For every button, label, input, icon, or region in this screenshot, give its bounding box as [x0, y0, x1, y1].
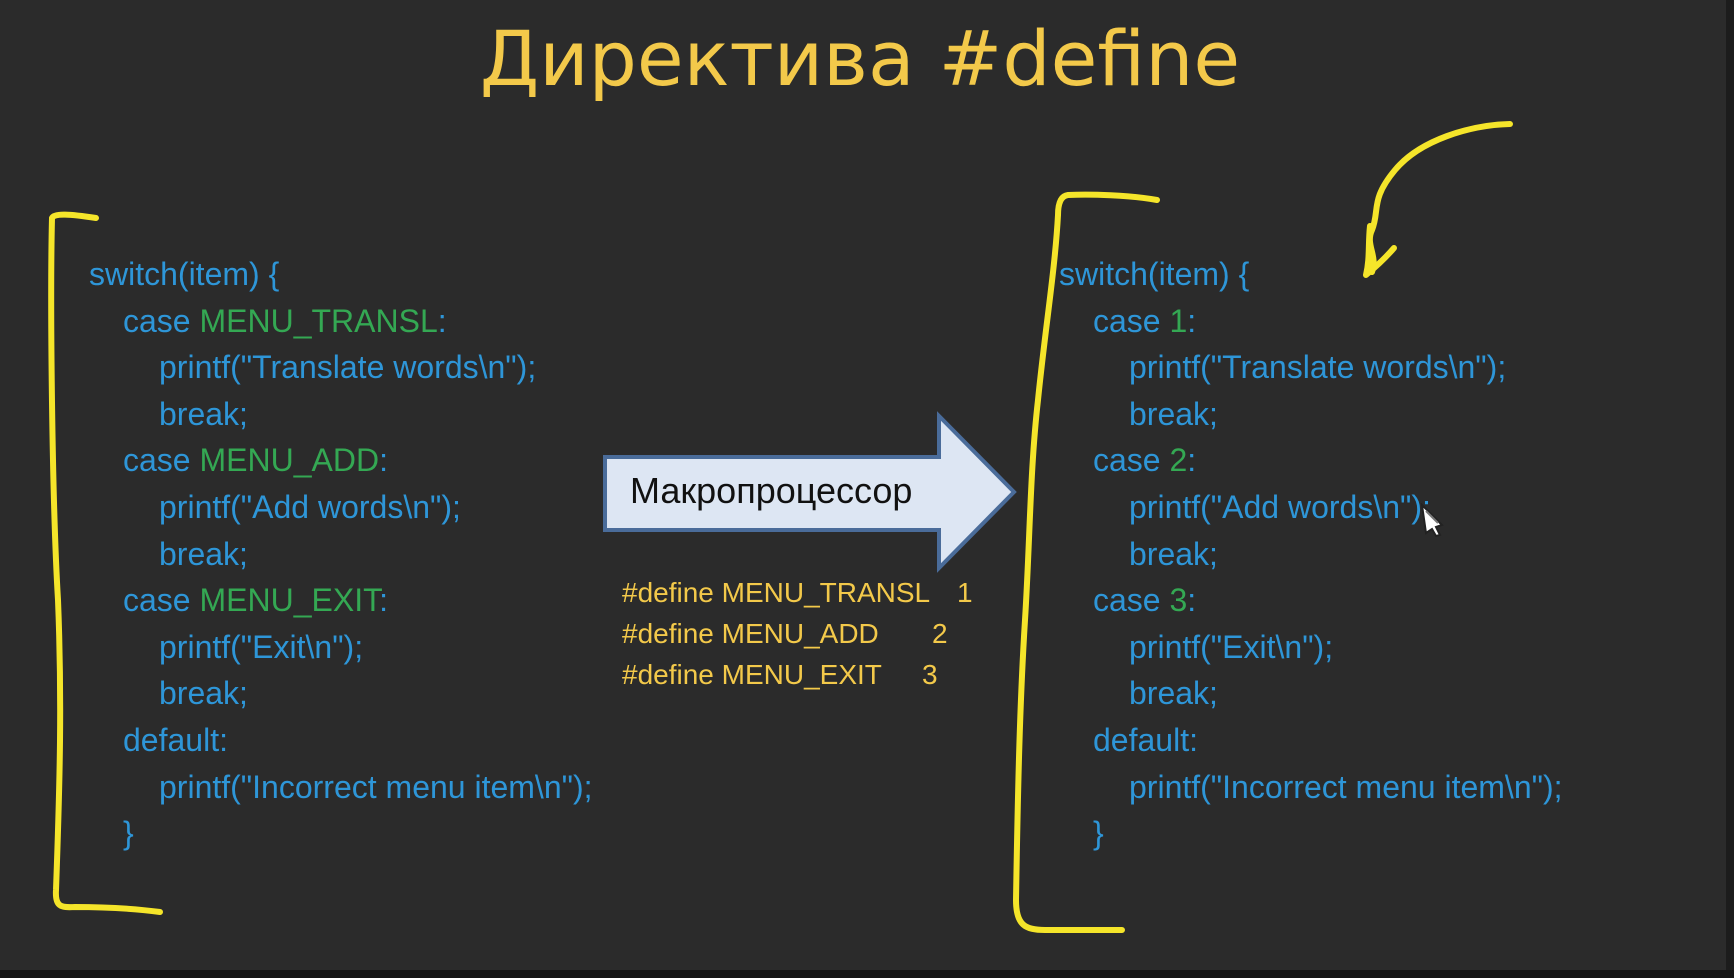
right-code-line: break; — [1129, 394, 1218, 434]
code-text: default: — [1093, 722, 1198, 758]
code-suffix: : — [379, 442, 388, 479]
define-text: #define MENU_ADD — [622, 618, 879, 649]
code-suffix: : — [437, 302, 447, 339]
left-code-line: printf("Exit\n"); — [159, 627, 363, 667]
left-code-line: case MENU_EXIT: — [123, 580, 388, 620]
define-text: #define MENU_TRANSL — [622, 577, 931, 608]
window-edge — [1726, 0, 1734, 970]
code-suffix: : — [1187, 582, 1197, 619]
slide-title: Директива #define — [479, 14, 1241, 103]
code-text: printf("Exit\n"); — [159, 628, 364, 665]
left-code-line: break; — [159, 673, 248, 713]
code-text: } — [1093, 815, 1104, 852]
code-text: printf("Translate words\n"); — [159, 349, 537, 386]
code-text: switch(item) { — [89, 256, 280, 292]
right-code-line: case 1: — [1093, 301, 1196, 341]
code-text: case — [1093, 442, 1170, 479]
right-code-line: } — [1093, 813, 1104, 853]
code-text: case — [1093, 582, 1170, 619]
code-suffix: : — [1187, 302, 1197, 339]
code-constant: MENU_TRANSL — [199, 302, 438, 339]
code-text: printf("Add words\n"); — [1129, 489, 1431, 525]
code-text: printf("Translate words\n"); — [1129, 349, 1507, 386]
left-code-line: switch(item) { — [89, 254, 279, 294]
code-text: printf("Add words\n"); — [159, 489, 461, 525]
left-code-line: default: — [123, 720, 228, 760]
code-text: break; — [1129, 675, 1218, 712]
code-text: case — [123, 442, 200, 479]
right-code-line: switch(item) { — [1059, 254, 1249, 294]
code-text: break; — [159, 535, 248, 572]
define-line: #define MENU_TRANSL 1 — [622, 575, 973, 611]
left-code-line: case MENU_ADD: — [123, 440, 388, 480]
code-text: switch(item) { — [1059, 256, 1250, 292]
left-code-line: printf("Translate words\n"); — [159, 347, 536, 387]
code-text: break; — [159, 395, 248, 432]
right-code-line: default: — [1093, 720, 1198, 760]
hand-arrow-drawing — [1366, 121, 1513, 275]
define-line: #define MENU_ADD 2 — [622, 616, 948, 652]
macroprocessor-label: Макропроцессор — [630, 470, 913, 511]
define-value: 1 — [957, 577, 973, 608]
define-line: #define MENU_EXIT 3 — [622, 657, 938, 693]
right-code-line: printf("Incorrect menu item\n"); — [1129, 767, 1563, 807]
code-text: printf("Incorrect menu item\n"); — [159, 768, 593, 805]
code-text: default: — [123, 722, 228, 758]
code-text: break; — [159, 675, 248, 712]
code-constant: 1 — [1169, 302, 1188, 339]
code-text: printf("Incorrect menu item\n"); — [1129, 768, 1563, 805]
code-text: case — [123, 582, 200, 619]
code-text: break; — [1129, 395, 1218, 432]
right-code-line: break; — [1129, 673, 1218, 713]
pen-cursor-icon — [1418, 502, 1448, 542]
left-code-line: break; — [159, 534, 248, 574]
code-constant: MENU_ADD — [199, 442, 380, 479]
left-code-line: } — [123, 813, 134, 853]
code-constant: 3 — [1169, 582, 1188, 619]
right-code-line: printf("Add words\n"); — [1129, 487, 1431, 527]
define-value: 3 — [922, 659, 938, 690]
code-text: case — [123, 302, 200, 339]
right-code-line: break; — [1129, 534, 1218, 574]
define-text: #define MENU_EXIT — [622, 659, 882, 690]
bottom-bar — [0, 970, 1734, 978]
define-value: 2 — [932, 618, 948, 649]
code-constant: MENU_EXIT — [199, 582, 380, 619]
right-code-line: printf("Exit\n"); — [1129, 627, 1333, 667]
code-text: case — [1093, 302, 1170, 339]
code-suffix: : — [1187, 442, 1197, 479]
left-code-line: break; — [159, 394, 248, 434]
code-suffix: : — [379, 582, 388, 619]
code-constant: 2 — [1169, 442, 1188, 479]
code-text: printf("Exit\n"); — [1129, 628, 1334, 665]
right-code-line: case 2: — [1093, 440, 1196, 480]
left-code-line: printf("Incorrect menu item\n"); — [159, 767, 593, 807]
hand-arrowhead-drawing — [1363, 223, 1397, 278]
code-text: break; — [1129, 535, 1218, 572]
left-code-line: printf("Add words\n"); — [159, 487, 461, 527]
code-text: } — [123, 815, 134, 852]
right-code-line: printf("Translate words\n"); — [1129, 347, 1506, 387]
right-code-line: case 3: — [1093, 580, 1196, 620]
left-code-line: case MENU_TRANSL: — [123, 301, 447, 341]
